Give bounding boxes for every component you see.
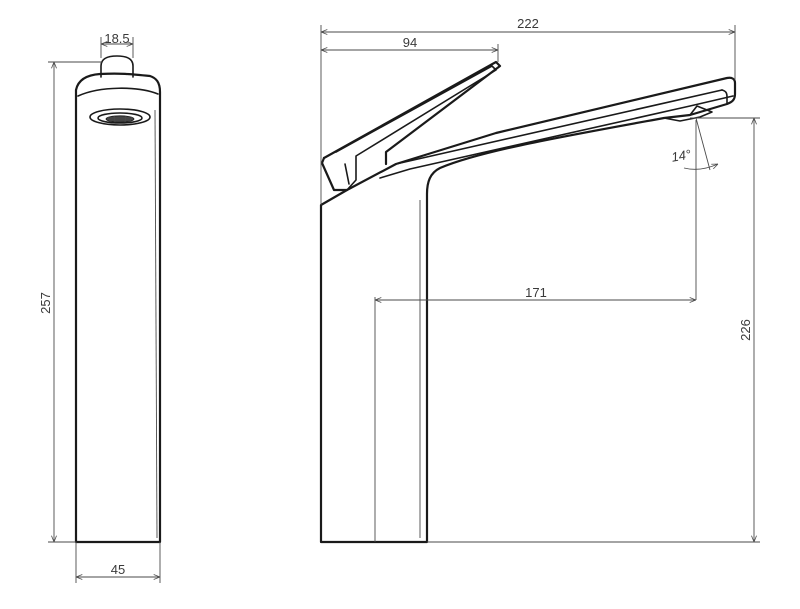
dimension-handle-reach: 94 (321, 35, 499, 62)
dimension-label-base-width: 45 (111, 562, 125, 577)
side-view-shade-line (154, 109, 158, 539)
front-view-body (319, 76, 737, 544)
dimension-label-spout-height: 226 (738, 319, 753, 341)
dimension-label-handle-reach: 94 (403, 35, 417, 50)
front-view-handle-inner-2 (344, 163, 350, 185)
front-view-spout-edge-lower (379, 95, 734, 179)
dimension-spout-reach: 171 (374, 120, 697, 542)
front-view-handle-lever (322, 60, 502, 166)
front-view-aerator (663, 105, 713, 122)
dimension-label-spout-reach: 171 (525, 285, 547, 300)
dimension-total-length: 222 (320, 16, 736, 205)
side-view-body (74, 72, 162, 544)
dimension-label-spout-angle: 14° (670, 146, 692, 164)
dimension-aerator-width: 18.5 (100, 31, 134, 58)
dimension-base-width: 45 (75, 542, 161, 583)
dimension-total-height: 257 (38, 61, 102, 543)
dimension-spout-height: 226 (427, 117, 760, 543)
dimension-spout-angle: 14° (670, 117, 718, 171)
front-view-spout-edge-upper (395, 89, 723, 165)
front-view-handle-inner-1 (335, 65, 497, 191)
front-view-spout-tip (721, 89, 728, 105)
dimension-label-total-length: 222 (517, 16, 539, 31)
dimension-label-total-height: 257 (38, 292, 53, 314)
dimension-label-aerator-width: 18.5 (104, 31, 129, 46)
side-view (74, 55, 162, 544)
front-view-handle-base (320, 156, 349, 192)
front-view (319, 60, 737, 544)
side-view-top-rim (77, 87, 159, 97)
aerator-outlet-icon (89, 108, 151, 126)
